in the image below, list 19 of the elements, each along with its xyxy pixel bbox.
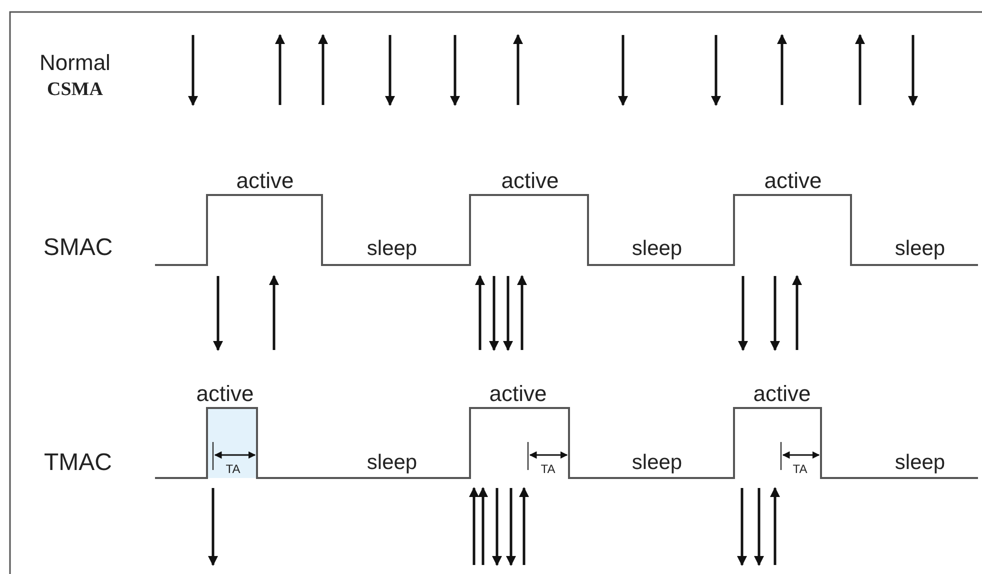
state-label: active [196,383,254,405]
state-label: active [489,383,547,405]
state-label: sleep [366,238,418,259]
row-label: CSMA [47,80,103,99]
state-label: active [764,170,822,192]
row-label: Normal [40,52,110,74]
state-label: sleep [894,238,946,259]
row-label: SMAC [43,236,113,260]
row-label: TMAC [44,451,112,475]
state-label: sleep [894,452,946,473]
state-label: active [501,170,559,192]
state-label: sleep [632,452,682,473]
dimension-label: TA [226,463,240,475]
dimension-label: TA [792,463,808,475]
state-label: active [753,383,811,405]
state-label: active [236,170,294,192]
dimension-label: TA [540,463,556,475]
state-label: sleep [632,238,682,259]
state-label: sleep [366,452,418,473]
